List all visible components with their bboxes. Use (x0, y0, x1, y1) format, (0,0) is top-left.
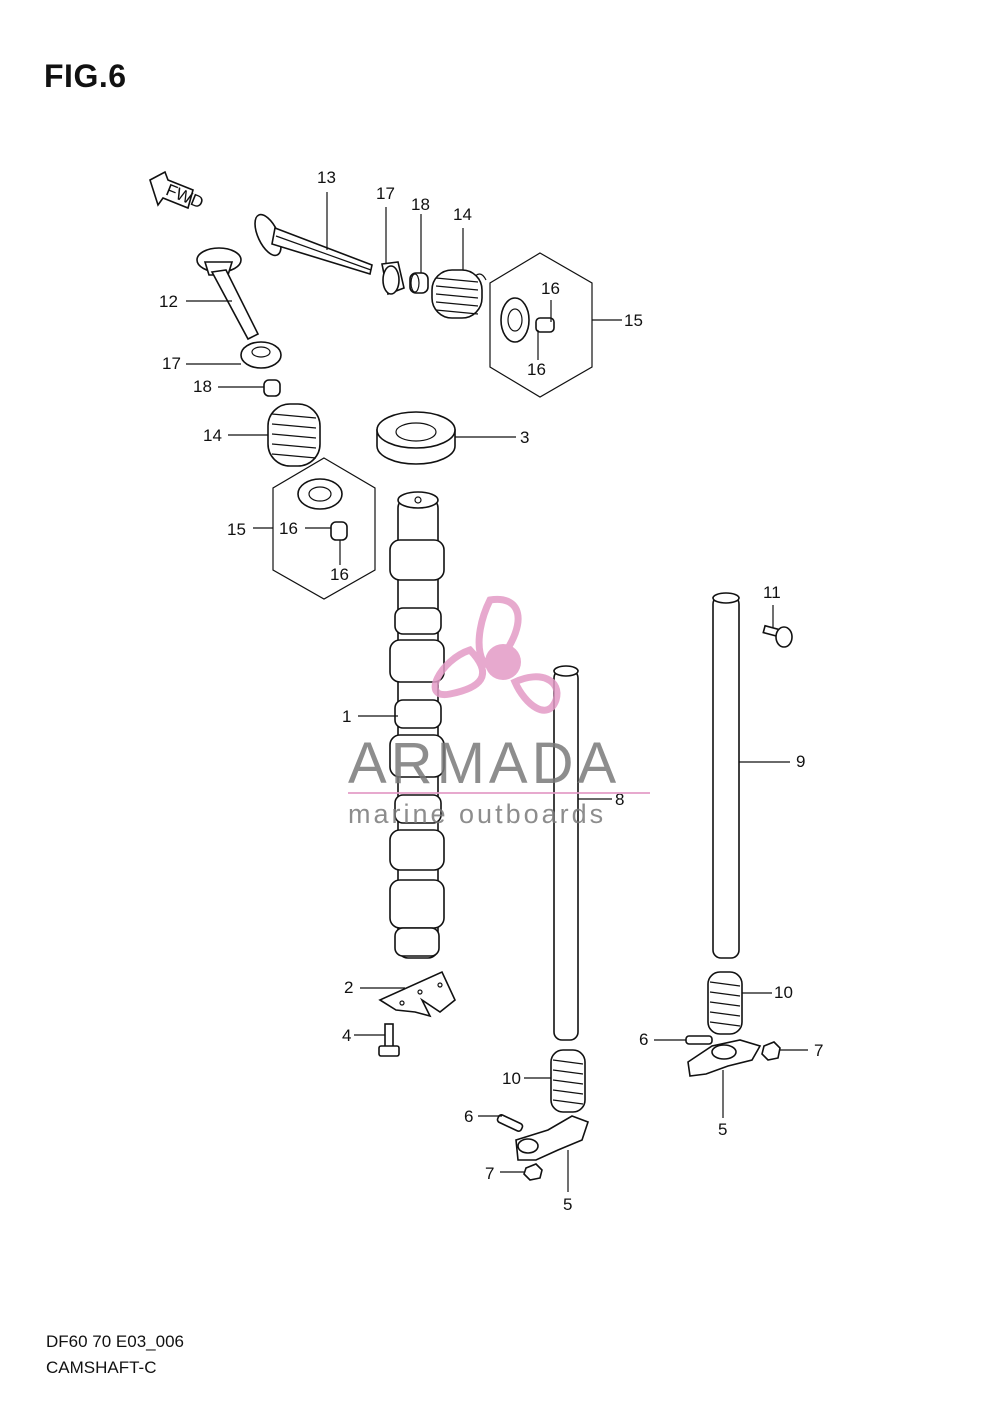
diagram-code: DF60 70 E03_006 (46, 1332, 184, 1351)
bolt-4 (378, 1023, 400, 1057)
callout-17-left: 17 (162, 354, 181, 373)
callout-16-left-a: 16 (279, 519, 298, 538)
seal-kit-15-top (489, 252, 593, 398)
spring-10-right (707, 971, 743, 1035)
rocker-shaft-9 (712, 592, 740, 959)
watermark: ARMADA marine outboards (348, 595, 650, 829)
callout-3: 3 (520, 428, 529, 447)
callout-9: 9 (796, 752, 805, 771)
plate-2 (378, 970, 456, 1018)
callout-1: 1 (342, 707, 351, 726)
callout-16-top-a: 16 (541, 279, 560, 298)
seal-kit-15-left (272, 457, 376, 600)
screw-11 (762, 624, 793, 648)
callout-18-top: 18 (411, 195, 430, 214)
callout-10-right: 10 (774, 983, 793, 1002)
watermark-tagline: marine outboards (348, 799, 606, 829)
callout-6-right: 6 (639, 1030, 648, 1049)
callout-7-right: 7 (814, 1041, 823, 1060)
callout-2: 2 (344, 978, 353, 997)
nut-7-left (523, 1163, 543, 1181)
fwd-arrow-icon: FWD (149, 170, 206, 212)
propeller-logo-icon (431, 595, 561, 714)
spring-14-top (431, 269, 487, 319)
nut-7-right (761, 1041, 781, 1061)
valve-12 (196, 247, 260, 341)
diagram-name: CAMSHAFT-C (46, 1358, 157, 1377)
callout-15-left: 15 (227, 520, 246, 539)
callout-16-left-b: 16 (330, 565, 349, 584)
callout-11: 11 (763, 583, 781, 602)
callout-8: 8 (615, 790, 624, 809)
callout-5-left: 5 (563, 1195, 572, 1214)
callout-12: 12 (159, 292, 178, 311)
callout-14-top: 14 (453, 205, 472, 224)
pin-6-left (496, 1114, 524, 1132)
fwd-arrow-text: FWD (163, 180, 206, 212)
callout-16-top-b: 16 (527, 360, 546, 379)
callout-13: 13 (317, 168, 336, 187)
cotter-18-top (409, 272, 429, 294)
callout-6-left: 6 (464, 1107, 473, 1126)
spring-14-left (267, 403, 321, 467)
oil-seal-3 (376, 411, 456, 465)
rocker-shaft-8 (553, 665, 579, 1041)
spring-10-left (550, 1049, 586, 1113)
retainer-17-left (240, 341, 282, 369)
cotter-18-left (263, 379, 281, 397)
valve-13 (254, 213, 373, 276)
callout-14-left: 14 (203, 426, 222, 445)
figure-title: FIG.6 (44, 58, 127, 94)
callout-18-left: 18 (193, 377, 212, 396)
callout-17-top: 17 (376, 184, 395, 203)
callout-5-right: 5 (718, 1120, 727, 1139)
rocker-arm-5-left (515, 1115, 590, 1161)
callout-7-left: 7 (485, 1164, 494, 1183)
rocker-arm-5-right (687, 1039, 762, 1077)
camshaft-1 (389, 491, 445, 959)
callout-15-top: 15 (624, 311, 643, 330)
retainer-17-top (381, 261, 405, 296)
callout-10-left: 10 (502, 1069, 521, 1088)
callout-4: 4 (342, 1026, 351, 1045)
pin-6-right (685, 1035, 713, 1045)
watermark-brand: ARMADA (348, 731, 620, 796)
